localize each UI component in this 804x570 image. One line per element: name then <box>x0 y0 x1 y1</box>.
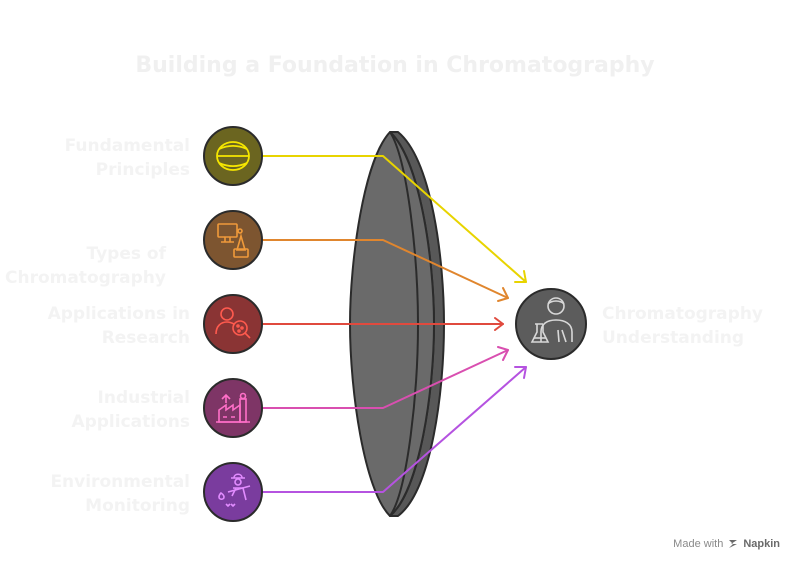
node-types <box>203 210 263 270</box>
arrow-industrial <box>261 349 509 409</box>
arrow-industrial-head <box>497 346 509 361</box>
napkin-branding[interactable]: Made with Napkin <box>673 538 780 550</box>
input-label-environmental: Environmental Monitoring <box>50 472 190 516</box>
scientist-icon <box>530 297 573 343</box>
input-label-applications: Applications in Research <box>47 304 190 348</box>
napkin-logo-icon <box>729 540 738 548</box>
arrow-types-head <box>497 287 509 302</box>
arrow-types <box>261 239 509 299</box>
input-label-fundamental: Fundamental Principles <box>64 136 190 180</box>
farmer-icon <box>218 473 251 508</box>
napkin-brand-text: Napkin <box>743 538 780 550</box>
arrow-environmental-head <box>514 366 527 379</box>
researcher-icon <box>215 307 251 339</box>
ball-icon <box>216 141 250 171</box>
lab-computer-icon <box>217 223 249 258</box>
input-label-industrial: Industrial Applications <box>71 388 190 432</box>
arrow-environmental <box>261 366 527 493</box>
factory-icon <box>216 392 250 423</box>
diagram-title: Building a Foundation in Chromatography <box>135 53 655 78</box>
input-label-types: Types of Chromatography <box>4 244 166 288</box>
arrow-applications-head <box>494 317 504 331</box>
made-with-text: Made with <box>673 538 724 550</box>
node-environmental <box>203 462 263 522</box>
arrow-fundamental <box>261 155 527 283</box>
output-label: Chromatography Understanding <box>602 304 764 348</box>
arrow-fundamental-head <box>514 270 527 283</box>
